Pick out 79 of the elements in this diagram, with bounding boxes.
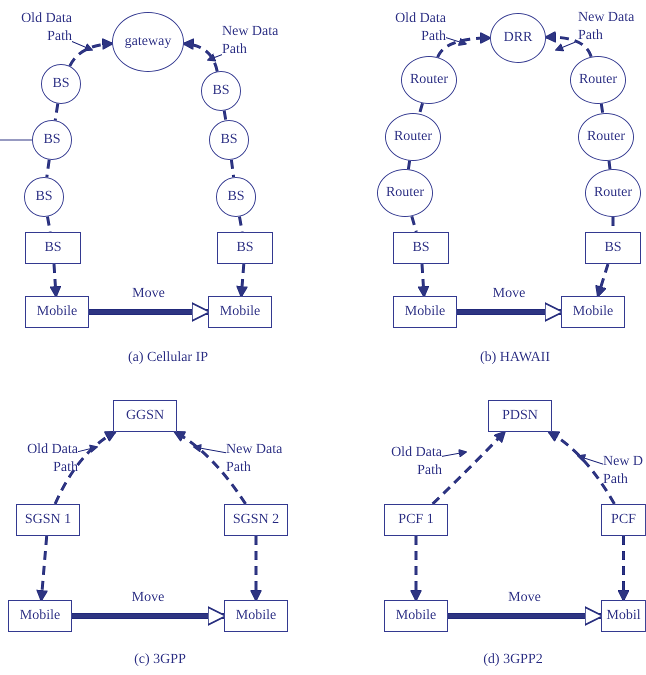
network-node-box: PDSN: [488, 400, 552, 432]
dashed-arrow: [182, 38, 219, 72]
network-node-box: Mobile: [8, 600, 72, 632]
network-node-circle: BS: [24, 177, 64, 217]
path-label: New Data Path: [578, 8, 646, 46]
network-node-box: PCF: [601, 504, 646, 536]
dashed-arrow: [436, 32, 492, 58]
dashed-arrow: [49, 264, 62, 298]
dashed-arrow: [432, 430, 506, 506]
dashed-arrow: [595, 264, 610, 298]
network-node-box: BS: [25, 232, 81, 264]
dashed-arrow: [547, 430, 616, 505]
dashed-arrow: [54, 430, 117, 505]
dashed-line: [608, 160, 612, 170]
leader-arrow: [72, 41, 94, 52]
network-node-circle: gateway: [112, 12, 184, 72]
network-node-circle: BS: [216, 177, 256, 217]
dashed-line: [45, 160, 51, 178]
panel-caption: (d) 3GPP2: [483, 652, 543, 668]
network-node-box: SGSN 2: [224, 504, 288, 536]
network-node-circle: BS: [32, 120, 72, 160]
network-node-circle: BS: [201, 71, 241, 111]
dashed-line: [54, 103, 60, 121]
network-node-box: Mobile: [208, 296, 272, 328]
leader-arrow: [576, 454, 604, 465]
dashed-arrow: [617, 536, 630, 602]
path-label: New Data Path: [222, 22, 292, 60]
dashed-arrow: [544, 31, 592, 58]
dashed-arrow: [410, 536, 422, 602]
network-node-box: GGSN: [113, 400, 177, 432]
dashed-arrow: [68, 38, 114, 67]
dashed-arrow: [250, 536, 262, 602]
dashed-arrow: [417, 264, 430, 298]
network-node-box: PCF 1: [384, 504, 448, 536]
network-node-circle: BS: [209, 120, 249, 160]
network-node-circle: Router: [385, 113, 441, 161]
path-label: New Data Path: [226, 438, 296, 480]
dashed-line: [230, 160, 236, 178]
panel-caption: (b) HAWAII: [480, 350, 550, 366]
network-node-box: Mobile: [25, 296, 89, 328]
dashed-line: [238, 216, 244, 232]
dashed-line: [418, 102, 424, 114]
network-node-circle: DRR: [490, 13, 546, 63]
dashed-line: [406, 160, 412, 170]
network-node-box: Mobile: [224, 600, 288, 632]
path-label: Old Data Path: [386, 6, 446, 50]
network-node-box: BS: [393, 232, 449, 264]
network-node-circle: Router: [401, 56, 457, 104]
network-node-box: Mobile: [393, 296, 457, 328]
leader-arrow: [442, 448, 468, 458]
network-node-box: BS: [585, 232, 641, 264]
leader-arrow: [192, 444, 226, 454]
leader-arrow: [78, 444, 98, 453]
path-label: Old Data Path: [18, 438, 78, 480]
dashed-arrow: [36, 536, 48, 602]
network-node-box: SGSN 1: [16, 504, 80, 536]
leader-arrow: [446, 37, 468, 46]
leader-arrow: [206, 53, 222, 62]
network-node-circle: BS: [41, 64, 81, 104]
dashed-line: [222, 110, 228, 121]
network-node-box: Mobil: [601, 600, 646, 632]
path-label: New D Path: [603, 450, 646, 492]
network-node-box: Mobile: [561, 296, 625, 328]
dashed-line: [46, 216, 52, 232]
network-node-box: Mobile: [384, 600, 448, 632]
path-label: Old Data Path: [8, 6, 72, 50]
panel-caption: (a) Cellular IP: [128, 350, 208, 366]
panel-caption: (c) 3GPP: [134, 652, 186, 668]
dashed-line: [600, 104, 604, 114]
network-node-circle: Router: [585, 169, 641, 217]
network-node-circle: Router: [570, 56, 626, 104]
leader-arrow: [554, 40, 578, 52]
network-node-circle: Router: [377, 169, 433, 217]
dashed-arrow: [236, 264, 248, 298]
dashed-line: [410, 216, 418, 232]
network-node-circle: Router: [578, 113, 634, 161]
path-label: Old Data Path: [382, 440, 442, 484]
dashed-arrow: [173, 430, 247, 505]
network-node-box: BS: [217, 232, 273, 264]
